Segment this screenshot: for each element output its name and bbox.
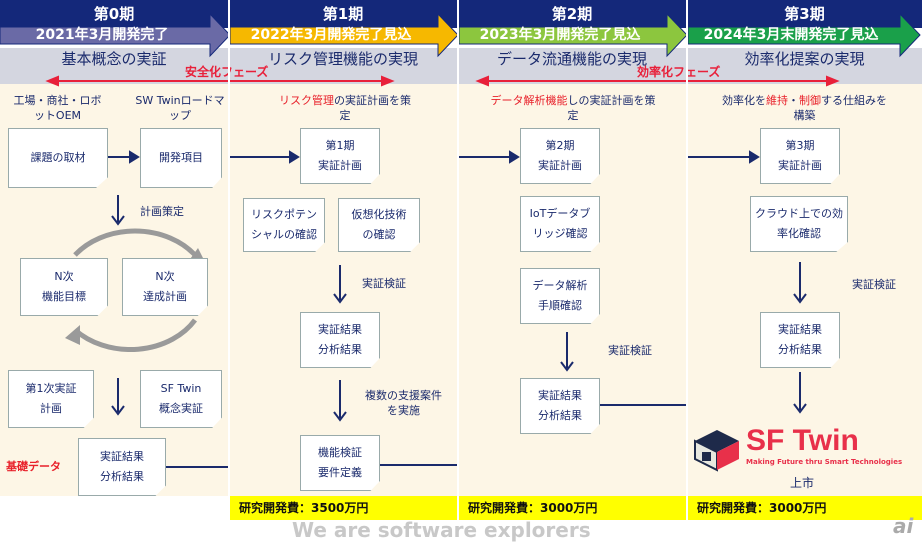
verify-3: 実証検証 — [852, 278, 896, 291]
theme-2: データ流通機能の実現 — [496, 50, 647, 68]
cost-3: 研究開発費：3000万円 — [687, 496, 922, 520]
col1-head: リスク管理の実証計画を策定 — [279, 94, 411, 122]
header-band — [0, 0, 922, 28]
box-n-goal: N次機能目標 — [20, 258, 108, 316]
col3-head: 効率化を維持・制御する仕組みを構築 — [722, 94, 887, 122]
logo-title: SF Twin — [746, 424, 859, 457]
box-plan-1: 第1期実証計画 — [300, 128, 380, 184]
period-2: 第2期 — [551, 5, 593, 23]
status-2: 2023年3月開発完了見込 — [479, 27, 641, 43]
basic-data-label: 基礎データ — [6, 460, 61, 473]
theme-1: リスク管理機能の実現 — [267, 50, 418, 68]
verify-2: 実証検証 — [608, 344, 652, 357]
efficiency-phase-label: 効率化フェーズ — [637, 65, 721, 79]
theme-0: 基本概念の実証 — [61, 50, 167, 68]
cost-1: 研究開発費：3500万円 — [229, 496, 457, 520]
period-0: 第0期 — [93, 5, 135, 23]
period-3: 第3期 — [784, 5, 825, 23]
phase-arrow-0 — [0, 12, 231, 58]
status-3: 2024年3月末開発完了見込 — [703, 27, 879, 43]
period-1: 第1期 — [322, 5, 364, 23]
box-virtual: 仮想化技術の確認 — [338, 198, 420, 252]
col2-head: データ解析機能しの実証計画を策定 — [490, 94, 656, 122]
status-1: 2022年3月開発完了見込 — [250, 27, 412, 43]
phase-arrow-2 — [458, 12, 688, 58]
safety-phase-label: 安全化フェーズ — [185, 65, 269, 79]
box-func: 機能検証要件定義 — [300, 435, 380, 491]
sf-twin-logo-icon — [694, 430, 739, 472]
box-iot: IoTデータブリッジ確認 — [520, 196, 600, 252]
box-results-1: 実証結果分析結果 — [300, 312, 380, 368]
plan-label: 計画策定 — [140, 205, 184, 218]
box-plan-2: 第2期実証計画 — [520, 128, 600, 184]
phase-arrow-3 — [687, 12, 921, 58]
status-0: 2021年3月開発完了 — [35, 27, 169, 43]
logo-tagline: Making Future thru Smart Technologies — [746, 458, 903, 466]
box-plan-3: 第3期実証計画 — [760, 128, 840, 184]
theme-band — [0, 48, 922, 84]
watermark-logo: ai — [893, 514, 914, 538]
multi-label: 複数の支援案件 を実施 — [365, 389, 442, 417]
box-results-3: 実証結果分析結果 — [760, 312, 840, 368]
box-dev-items: 開発項目 — [140, 128, 222, 188]
theme-3: 効率化提案の実現 — [744, 50, 865, 68]
launch-label: 上市 — [790, 476, 815, 490]
phase-arrow-1 — [229, 12, 459, 58]
verify-1: 実証検証 — [362, 277, 406, 290]
box-results-2: 実証結果分析結果 — [520, 378, 600, 434]
box-interview: 課題の取材 — [8, 128, 108, 188]
box-n-plan: N次達成計画 — [122, 258, 208, 316]
col0-left-head: 工場・商社・ロボットOEM — [13, 94, 102, 122]
col0-right-head: SW Twinロードマップ — [135, 94, 225, 122]
box-risk: リスクポテンシャルの確認 — [243, 198, 325, 252]
box-cloud: クラウド上での効率化確認 — [750, 196, 848, 252]
box-first-plan: 第1次実証計画 — [8, 370, 94, 428]
footer-slogan: We are software explorers — [292, 518, 591, 542]
box-results-0: 実証結果分析結果 — [78, 438, 166, 496]
cost-2: 研究開発費：3000万円 — [458, 496, 686, 520]
box-analysis: データ解析手順確認 — [520, 268, 600, 324]
